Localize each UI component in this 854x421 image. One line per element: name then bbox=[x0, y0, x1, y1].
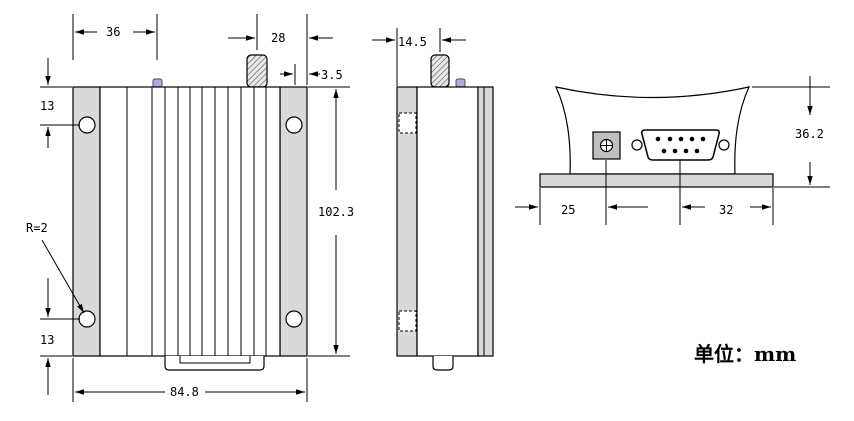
dim-db9-offset: 32 bbox=[719, 203, 733, 217]
end-base-plate bbox=[539, 173, 774, 188]
end-dimension-lines bbox=[515, 76, 830, 225]
dim-side-offset: 14.5 bbox=[398, 35, 427, 49]
end-view bbox=[539, 86, 774, 188]
dim-front-width: 84.8 bbox=[170, 385, 199, 399]
dim-corner-radius: R=2 bbox=[26, 221, 48, 235]
power-jack-icon bbox=[592, 131, 621, 160]
front-dimension-labels: 36 28 3.5 13 13 R=2 102.3 84.8 bbox=[26, 25, 354, 399]
heat-sink-fins bbox=[126, 87, 267, 356]
led-icon bbox=[152, 78, 163, 88]
antenna-icon bbox=[246, 54, 268, 88]
led-icon bbox=[455, 78, 466, 88]
screw-hole-icon bbox=[718, 139, 730, 151]
dim-antenna-gap: 3.5 bbox=[321, 68, 343, 82]
dim-bottom-margin: 13 bbox=[40, 333, 54, 347]
front-view bbox=[72, 54, 308, 371]
side-body bbox=[416, 86, 479, 357]
mounting-hole-icon bbox=[285, 116, 303, 134]
dim-front-height: 102.3 bbox=[318, 205, 354, 219]
db9-port-icon bbox=[641, 129, 720, 161]
side-connector bbox=[432, 356, 454, 371]
dim-antenna-offset: 28 bbox=[271, 31, 285, 45]
mounting-hole-icon bbox=[78, 310, 96, 328]
dim-end-height: 36.2 bbox=[795, 127, 824, 141]
dim-top-margin: 13 bbox=[40, 99, 54, 113]
antenna-icon bbox=[430, 54, 450, 88]
side-view bbox=[396, 54, 494, 371]
side-dimension-lines bbox=[372, 28, 466, 86]
dim-connector-offset: 25 bbox=[561, 203, 575, 217]
mounting-hole-icon bbox=[78, 116, 96, 134]
front-dimension-lines bbox=[40, 14, 350, 402]
screw-hole-icon bbox=[631, 139, 643, 151]
dim-left-offset: 36 bbox=[106, 25, 120, 39]
side-back-plate bbox=[477, 86, 494, 357]
mounting-hole-icon bbox=[285, 310, 303, 328]
db9-pins bbox=[655, 136, 706, 154]
unit-label: 单位：mm bbox=[694, 342, 796, 366]
